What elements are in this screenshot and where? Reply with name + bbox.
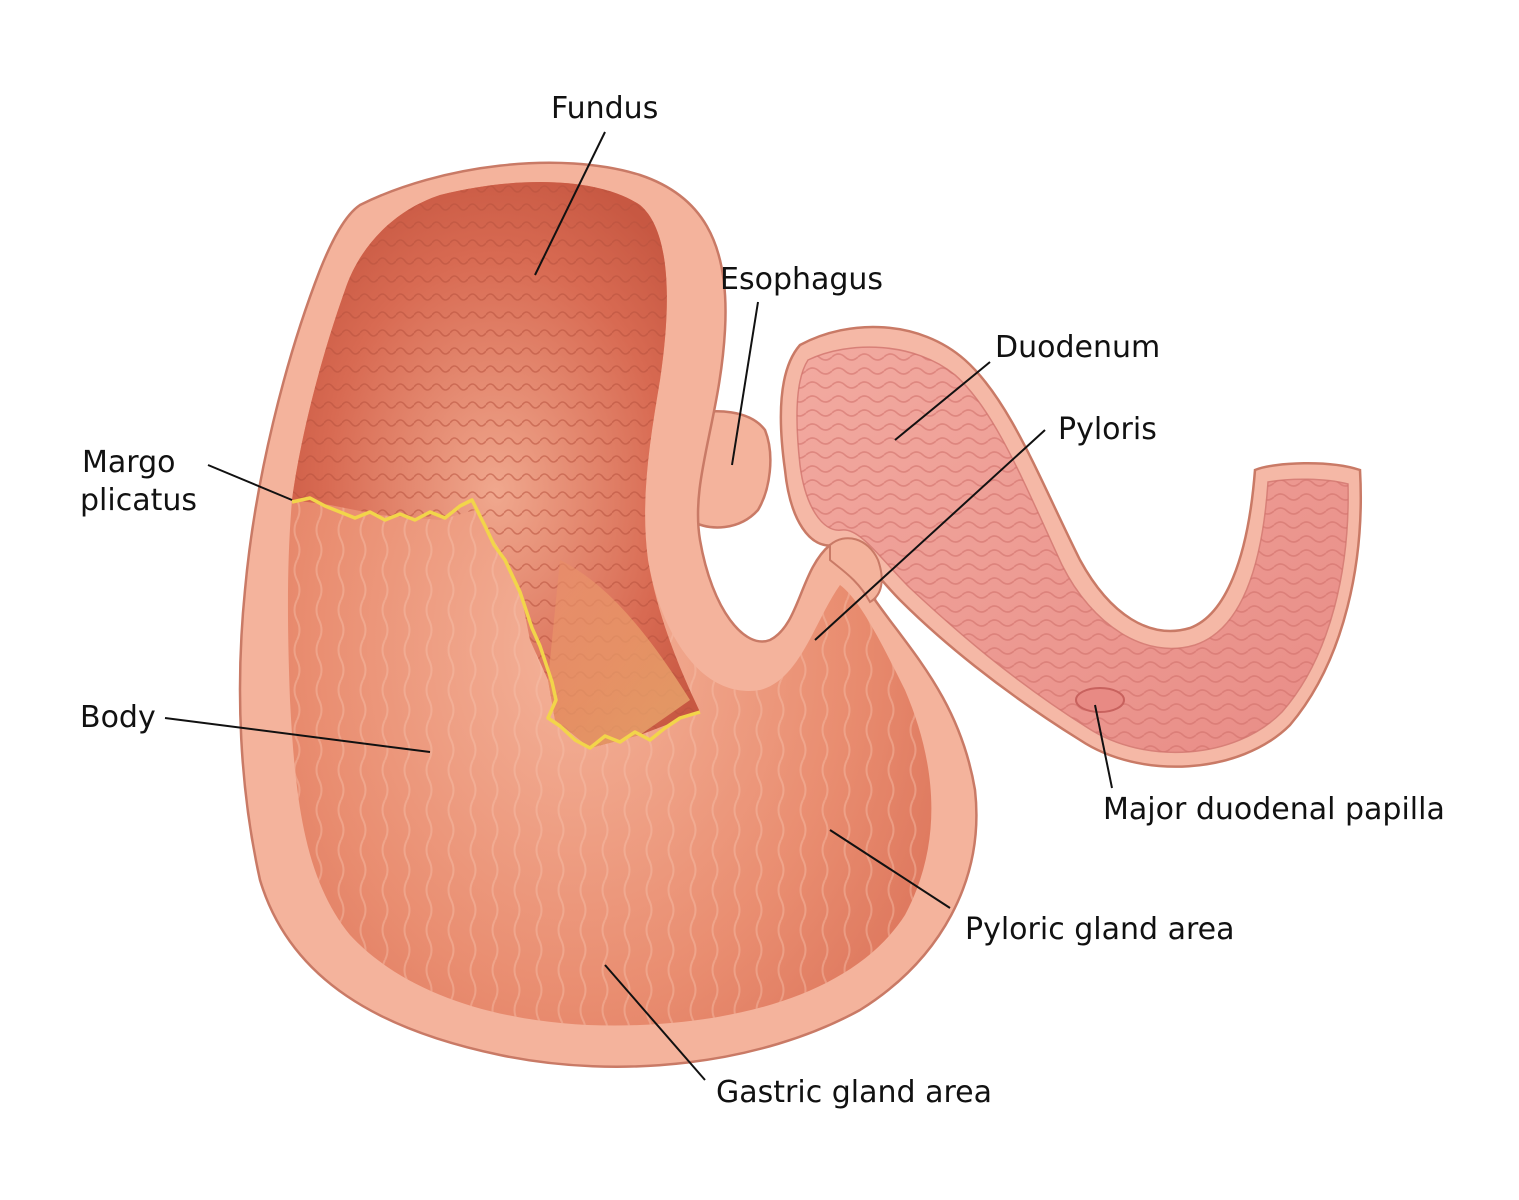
label-gastric-gland-area: Gastric gland area — [716, 1075, 992, 1110]
margo-plicatus-leader — [207, 464, 293, 501]
label-margo-line2: plicatus — [80, 483, 197, 518]
papilla-mark — [1075, 687, 1125, 713]
gastric-gland-leader — [604, 964, 706, 1081]
label-pyloris: Pyloris — [1058, 412, 1157, 447]
label-esophagus: Esophagus — [720, 262, 884, 297]
label-duodenum: Duodenum — [995, 330, 1161, 365]
pyloric-gland-leader — [829, 829, 951, 909]
label-pyloric-gland-area: Pyloric gland area — [965, 912, 1235, 947]
label-major-duodenal-papilla: Major duodenal papilla — [1103, 792, 1445, 827]
label-fundus: Fundus — [551, 91, 659, 126]
esophagus-leader — [731, 301, 759, 466]
fundus-leader — [534, 131, 606, 276]
label-margo-line1: Margo — [82, 445, 176, 480]
body-leader — [164, 717, 431, 753]
margo-plicatus-line — [291, 496, 701, 750]
duodenum-leader — [894, 361, 991, 441]
pyloris-leader — [814, 429, 1046, 641]
label-body: Body — [80, 700, 156, 735]
pylorus-notch — [829, 537, 883, 604]
esophagus-stub — [688, 410, 772, 529]
papilla-leader — [1094, 704, 1113, 789]
